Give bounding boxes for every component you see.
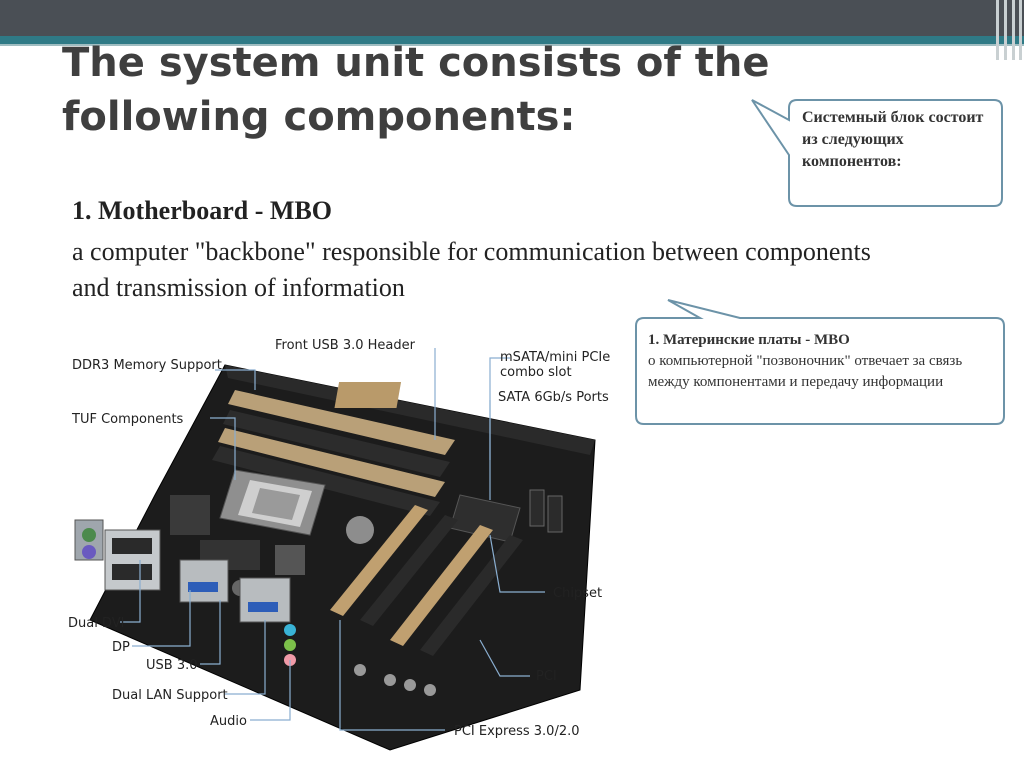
callout-top-text: Системный блок состоит из следующих комп…: [802, 109, 984, 170]
label-sata: SATA 6Gb/s Ports: [498, 390, 609, 405]
callout-top-bubble: [751, 99, 1003, 207]
slide-title: The system unit consists of the followin…: [62, 40, 770, 140]
label-msata: mSATA/mini PCIe: [500, 350, 611, 365]
label-chipset: Chipset: [553, 586, 603, 601]
pcie-slots: [330, 505, 523, 656]
label-msata-2: combo slot: [500, 365, 572, 380]
ddr3-slots: [212, 390, 455, 516]
label-audio: Audio: [210, 714, 247, 729]
label-tuf: TUF Components: [72, 412, 184, 427]
label-front-usb: Front USB 3.0 Header: [275, 338, 415, 353]
slide-top-bar: [0, 0, 1024, 36]
label-pci: PCI: [536, 669, 557, 684]
section-description: a computer "backbone" responsible for co…: [72, 237, 871, 302]
slide-accent-line: [0, 44, 1024, 46]
section-heading: 1. Motherboard - MBO: [72, 196, 332, 225]
callout-bottom-bubble: [635, 299, 1005, 425]
callout-bottom-text: 1. Материнские платы - MBO о компьютерно…: [648, 330, 1000, 393]
label-usb3: USB 3.0: [146, 658, 198, 673]
rear-io: [74, 519, 296, 666]
slide-corner-stripes: [994, 0, 1024, 60]
slide-accent-stripe: [0, 36, 1024, 44]
cpu-socket: [219, 469, 326, 536]
callout-bottom-body: о компьютерной "позвоночник" отвечает за…: [648, 353, 963, 390]
motherboard-image: [74, 348, 596, 751]
atx-power-connector: [334, 382, 402, 408]
label-dp: DP: [112, 640, 130, 655]
label-dual-dvi: Dual DVI: [68, 616, 125, 631]
label-ddr3: DDR3 Memory Support: [72, 358, 222, 373]
label-dual-lan: Dual LAN Support: [112, 688, 228, 703]
motherboard-figure: Front USB 3.0 Header DDR3 Memory Support…: [60, 320, 620, 760]
label-pcie: PCI Express 3.0/2.0: [454, 724, 580, 739]
callout-bottom-heading: 1. Материнские платы - MBO: [648, 332, 850, 348]
